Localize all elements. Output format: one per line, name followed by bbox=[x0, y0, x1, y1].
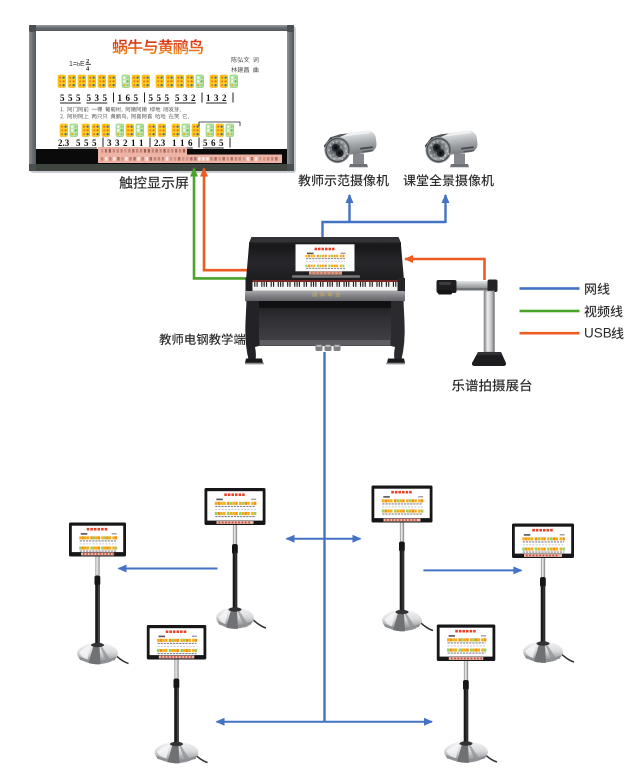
svg-text:3: 3 bbox=[115, 138, 120, 148]
svg-text:5: 5 bbox=[149, 93, 154, 103]
svg-text:5: 5 bbox=[60, 93, 65, 103]
svg-text:5: 5 bbox=[203, 138, 208, 148]
svg-text:5: 5 bbox=[92, 138, 97, 148]
svg-text:5: 5 bbox=[76, 138, 81, 148]
svg-text:5: 5 bbox=[103, 93, 108, 103]
svg-text:4: 4 bbox=[86, 66, 90, 73]
svg-text:1=bE: 1=bE bbox=[69, 61, 85, 68]
svg-text:1: 1 bbox=[180, 138, 185, 148]
svg-text:1: 1 bbox=[172, 138, 177, 148]
svg-text:5: 5 bbox=[175, 93, 180, 103]
svg-text:6: 6 bbox=[188, 138, 193, 148]
svg-text:3: 3 bbox=[107, 138, 112, 148]
svg-text:5: 5 bbox=[84, 138, 89, 148]
svg-text:2.3: 2.3 bbox=[58, 138, 70, 148]
svg-text:3: 3 bbox=[214, 93, 219, 103]
svg-text:2: 2 bbox=[86, 58, 89, 65]
svg-text:5: 5 bbox=[76, 93, 81, 103]
svg-text:6: 6 bbox=[211, 138, 216, 148]
svg-text:5: 5 bbox=[165, 93, 170, 103]
svg-text:5: 5 bbox=[134, 93, 139, 103]
svg-text:1: 1 bbox=[139, 138, 144, 148]
svg-text:2: 2 bbox=[123, 138, 128, 148]
svg-text:USB: USB bbox=[584, 326, 612, 341]
svg-text:5: 5 bbox=[157, 93, 162, 103]
svg-text:3: 3 bbox=[95, 93, 100, 103]
svg-text:2: 2 bbox=[191, 93, 196, 103]
svg-text:5: 5 bbox=[68, 93, 73, 103]
svg-text:5: 5 bbox=[87, 93, 92, 103]
svg-text:1: 1 bbox=[131, 138, 136, 148]
svg-text:2.3: 2.3 bbox=[154, 138, 166, 148]
svg-text:3: 3 bbox=[183, 93, 188, 103]
svg-text:5: 5 bbox=[219, 138, 224, 148]
svg-text:2: 2 bbox=[222, 93, 227, 103]
svg-text:6: 6 bbox=[126, 93, 131, 103]
svg-text:1: 1 bbox=[206, 93, 211, 103]
svg-text:1: 1 bbox=[118, 93, 123, 103]
